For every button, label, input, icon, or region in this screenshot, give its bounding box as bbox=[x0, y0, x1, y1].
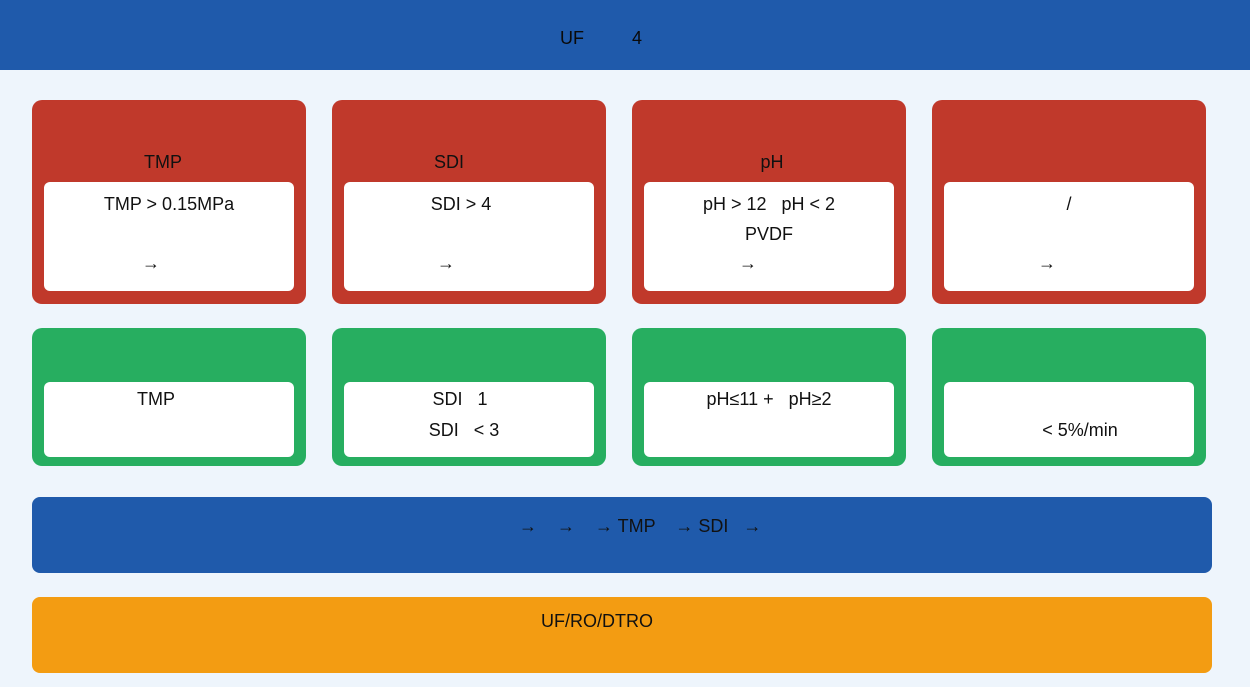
footer-text: UF/RO/DTRO bbox=[541, 611, 653, 631]
solution-card-4: < 5%/min bbox=[932, 328, 1206, 466]
arrow-icon: → bbox=[142, 253, 160, 273]
arrow-icon: → bbox=[1038, 253, 1056, 273]
solution-card-3: pH≤11 + pH≥2 bbox=[632, 328, 906, 466]
problem-line: TMP > 0.15MPa bbox=[103, 194, 235, 214]
problem-line bbox=[44, 223, 294, 245]
problem-line: SDI > 4 bbox=[430, 194, 492, 214]
problem-card-4: / → bbox=[932, 100, 1206, 304]
problem-line: PVDF bbox=[744, 224, 793, 244]
page-title-count: 4 bbox=[632, 28, 643, 48]
arrow-icon: → bbox=[437, 253, 455, 273]
page-title: UF bbox=[560, 28, 584, 48]
problem-card-ph: pH pH > 12 pH < 2 PVDF → bbox=[632, 100, 906, 304]
problem-line bbox=[944, 223, 1194, 245]
solution-line: pH≤11 + pH≥2 bbox=[706, 389, 832, 409]
problem-card-head: SDI bbox=[433, 152, 464, 172]
title-bar: UF 4 bbox=[0, 0, 1250, 70]
footer-banner: UF/RO/DTRO bbox=[32, 597, 1212, 673]
solution-card-1: TMP bbox=[32, 328, 306, 466]
solution-card-body: < 5%/min bbox=[944, 382, 1194, 457]
solution-line bbox=[44, 419, 294, 441]
solution-card-body: pH≤11 + pH≥2 bbox=[644, 382, 894, 457]
problem-line: / bbox=[1066, 194, 1072, 214]
solution-card-2: SDI 1 SDI < 3 bbox=[332, 328, 606, 466]
problem-card-body: SDI > 4 → bbox=[344, 182, 594, 291]
solution-line bbox=[644, 419, 894, 441]
problem-card-sdi: SDI SDI > 4 → bbox=[332, 100, 606, 304]
solution-line: TMP bbox=[137, 389, 175, 409]
solution-line: < 5%/min bbox=[1042, 420, 1118, 440]
solution-card-body: TMP bbox=[44, 382, 294, 457]
problem-card-tmp: TMP TMP > 0.15MPa → bbox=[32, 100, 306, 304]
problem-card-body: TMP > 0.15MPa → bbox=[44, 182, 294, 291]
problem-card-head: TMP bbox=[144, 152, 182, 172]
solution-line: SDI 1 bbox=[432, 389, 488, 409]
problem-card-body: / → bbox=[944, 182, 1194, 291]
problem-card-body: pH > 12 pH < 2 PVDF → bbox=[644, 182, 894, 291]
problem-line bbox=[344, 223, 594, 245]
solution-line bbox=[944, 388, 1194, 410]
problem-card-head: pH bbox=[760, 152, 784, 172]
solution-line: SDI < 3 bbox=[428, 420, 500, 440]
problem-card-head bbox=[932, 152, 1206, 174]
process-flow-text: → → → TMP → SDI → bbox=[519, 516, 762, 536]
solution-card-body: SDI 1 SDI < 3 bbox=[344, 382, 594, 457]
problem-line: pH > 12 pH < 2 bbox=[702, 194, 836, 214]
arrow-icon: → bbox=[739, 253, 757, 273]
process-flow-banner: → → → TMP → SDI → bbox=[32, 497, 1212, 573]
